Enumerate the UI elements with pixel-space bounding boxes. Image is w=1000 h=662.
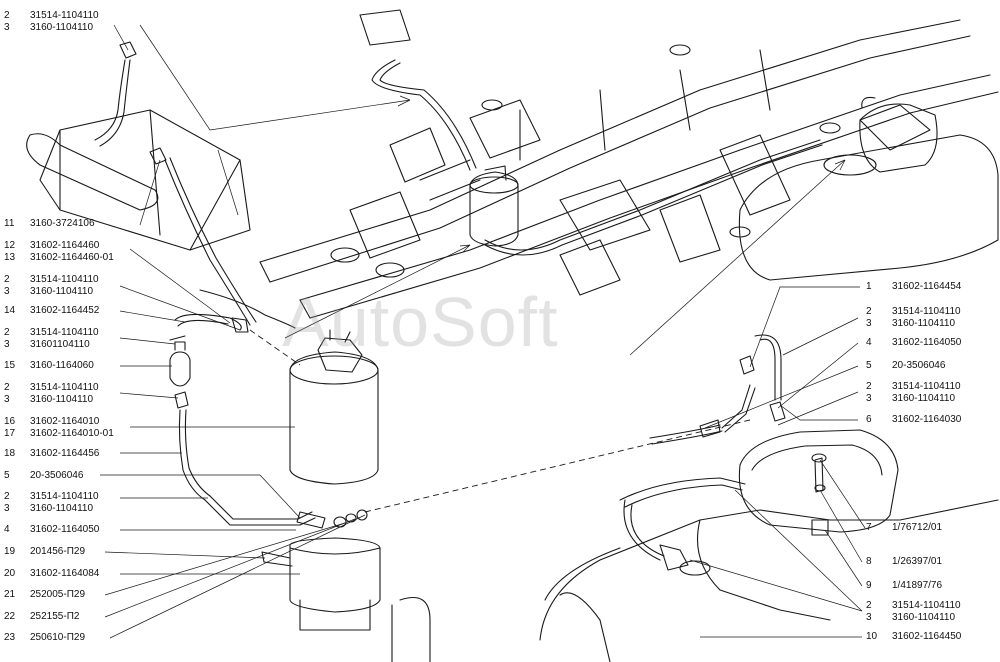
vehicle-frame bbox=[259, 19, 999, 319]
clamp-bracket bbox=[289, 537, 381, 631]
watermark: AutoSoft bbox=[282, 283, 559, 361]
canister-exploded bbox=[289, 329, 379, 485]
canister-installed bbox=[469, 165, 519, 247]
dashed-guide bbox=[249, 329, 751, 513]
tank-assembly-lower bbox=[391, 334, 999, 662]
leader-lines bbox=[100, 24, 866, 639]
hose-lines bbox=[94, 59, 823, 329]
fuel-tank-upper bbox=[738, 96, 999, 281]
